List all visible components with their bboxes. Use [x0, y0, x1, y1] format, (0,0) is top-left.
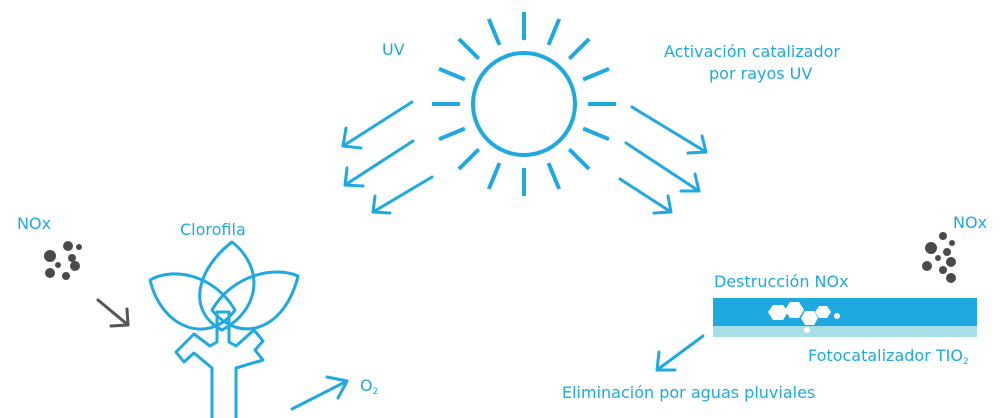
sun-ray-icon [438, 66, 466, 82]
sun-ray-icon [546, 162, 562, 190]
o2-label-base: O [360, 376, 373, 395]
rain-removal-label: Eliminación por aguas pluviales [562, 383, 816, 402]
sun-ray-icon [486, 18, 502, 46]
photocatalyst-label-base: Fotocatalizador TIO [808, 346, 963, 365]
o2-label-subscript: 2 [372, 387, 379, 397]
photocatalyst-label-subscript: 2 [962, 357, 969, 367]
plant-icon [148, 240, 300, 418]
uv-arrows-right [618, 105, 708, 215]
uv-arrow-left-1-icon [341, 100, 414, 150]
o2-label: O2 [360, 376, 378, 402]
nox-particles-left-icon [44, 241, 82, 280]
uv-arrow-left-2-icon [343, 139, 415, 188]
destruction-label: Destrucción NOx [714, 272, 849, 291]
sun-ray-icon [582, 126, 610, 142]
sun-icon [432, 12, 616, 196]
activation-label-line1: Activación catalizador [664, 42, 841, 61]
sun-ray-icon [486, 162, 502, 190]
nox-right-label: NOx [953, 213, 988, 232]
rain-removal-arrow-icon [655, 334, 705, 372]
uv-arrow-right-3-icon [618, 177, 673, 215]
sun-ray-icon [457, 147, 481, 171]
chlorophyll-label: Clorofila [180, 220, 246, 239]
uv-arrows-left [341, 100, 434, 215]
sun-ray-icon [567, 147, 591, 171]
uv-arrow-left-3-icon [371, 175, 434, 215]
uv-label: UV [382, 40, 405, 59]
uv-arrow-right-2-icon [624, 141, 701, 193]
activation-label-line2: por rayos UV [709, 64, 813, 83]
sun-ray-icon [546, 18, 562, 46]
photocatalytic-surface-icon [713, 298, 977, 337]
sun-ray-icon [457, 37, 481, 61]
photocatalyst-label: Fotocatalizador TIO2 [808, 346, 969, 372]
nox-left-label: NOx [17, 214, 52, 233]
uv-arrow-right-1-icon [630, 105, 708, 155]
nox-particles-right-icon [922, 232, 956, 283]
sun-ray-icon [567, 37, 591, 61]
nox-intake-arrow-icon [96, 298, 130, 328]
sun-ray-icon [582, 66, 610, 82]
sun-ray-icon [438, 126, 466, 142]
o2-release-arrow-icon [290, 375, 349, 411]
